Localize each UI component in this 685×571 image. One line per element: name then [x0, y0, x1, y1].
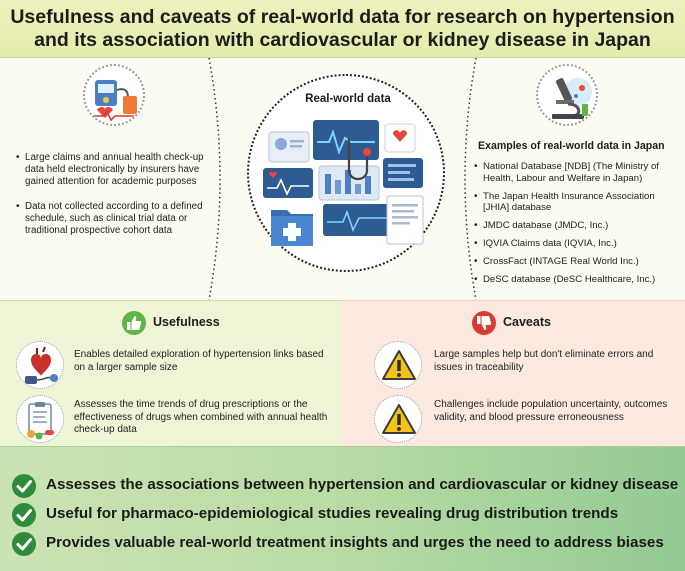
medical-dashboard-icon	[263, 120, 424, 246]
caveats-heading: Caveats	[503, 315, 551, 329]
real-world-data-title: Real-world data	[305, 93, 391, 105]
list-item: Data not collected according to a define…	[16, 201, 208, 238]
caveat-item-2: Challenges include population uncertaint…	[434, 399, 668, 423]
caveats-panel: Caveats Large samples help but don't eli…	[342, 300, 685, 446]
checkmark-icon	[12, 474, 36, 498]
examples-list: National Database [NDB] (The Ministry of…	[474, 161, 682, 291]
list-item: CrossFact (INTAGE Real World Inc.)	[474, 256, 682, 268]
list-item: IQVIA Claims data (IQVIA, Inc.)	[474, 238, 682, 250]
usefulness-panel: Usefulness Enables detailed exploration …	[0, 300, 342, 446]
usefulness-item-2: Assesses the time trends of drug prescri…	[74, 399, 328, 436]
warning-icon	[374, 341, 422, 389]
caveat-item-1: Large samples help but don't eliminate e…	[434, 349, 654, 373]
thumbs-up-icon	[122, 311, 146, 335]
middle-section: Usefulness Enables detailed exploration …	[0, 300, 685, 446]
top-section: Large claims and annual health check-up …	[0, 58, 685, 300]
microscope-icon	[536, 64, 598, 126]
usefulness-heading: Usefulness	[153, 315, 220, 329]
left-bullet-list: Large claims and annual health check-up …	[16, 152, 208, 249]
blood-pressure-monitor-icon	[83, 64, 145, 126]
thumbs-down-icon	[472, 311, 496, 335]
left-panel: Large claims and annual health check-up …	[8, 58, 208, 300]
heart-blood-pressure-icon	[16, 341, 64, 389]
conclusion-text-2: Useful for pharmaco-epidemiological stud…	[46, 505, 619, 522]
usefulness-item-1: Enables detailed exploration of hyperten…	[74, 349, 324, 373]
examples-heading: Examples of real-world data in Japan	[478, 140, 665, 152]
warning-icon	[374, 395, 422, 443]
list-item: The Japan Health Insurance Association […	[474, 191, 682, 215]
prescription-clipboard-icon	[16, 395, 64, 443]
right-panel: Examples of real-world data in Japan Nat…	[470, 58, 685, 300]
checkmark-icon	[12, 503, 36, 527]
right-dotted-divider	[464, 58, 477, 300]
list-item: JMDC database (JMDC, Inc.)	[474, 220, 682, 232]
left-dotted-divider	[208, 58, 221, 300]
title-line-2: and its association with cardiovascular …	[34, 29, 651, 51]
conclusions-section: Assesses the associations between hypert…	[0, 446, 685, 571]
list-item: DeSC database (DeSC Healthcare, Inc.)	[474, 274, 682, 286]
checkmark-icon	[12, 532, 36, 556]
conclusion-text-3: Provides valuable real-world treatment i…	[46, 534, 664, 551]
list-item: Large claims and annual health check-up …	[16, 152, 208, 189]
conclusion-text-1: Assesses the associations between hypert…	[46, 476, 679, 493]
list-item: National Database [NDB] (The Ministry of…	[474, 161, 682, 185]
real-world-data-circle: Real-world data	[247, 74, 445, 272]
title-line-1: Usefulness and caveats of real-world dat…	[10, 6, 675, 28]
title-bar: Usefulness and caveats of real-world dat…	[0, 0, 685, 58]
